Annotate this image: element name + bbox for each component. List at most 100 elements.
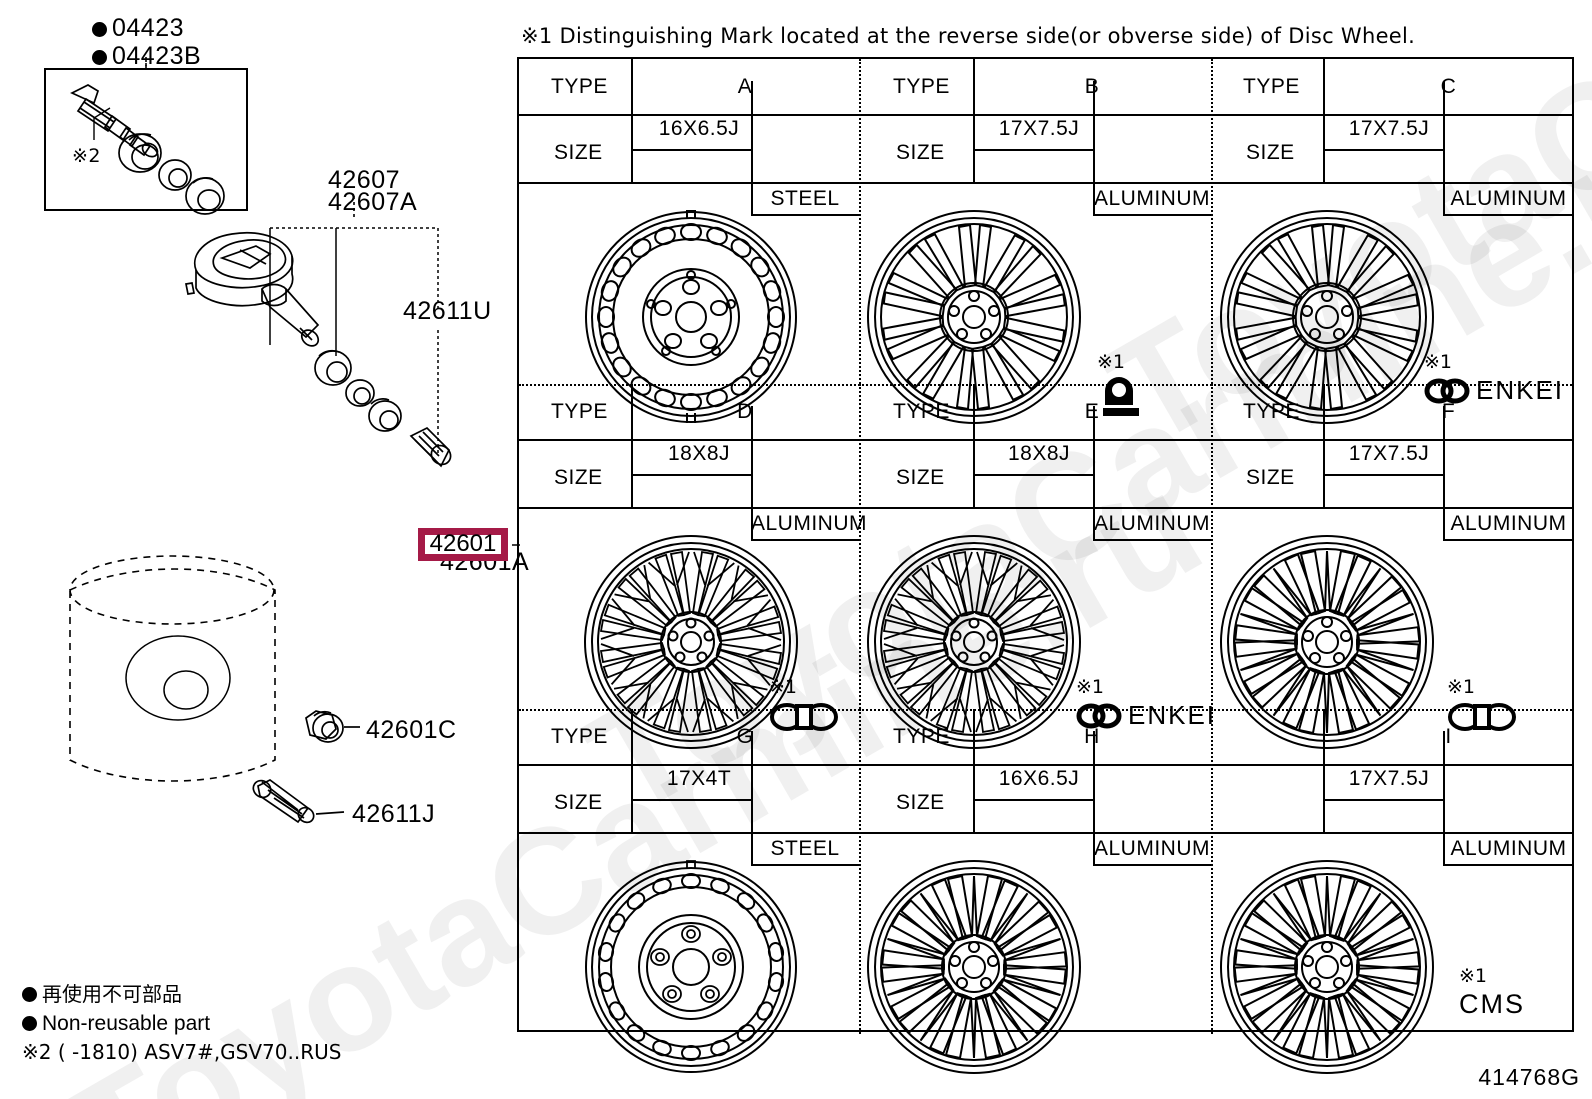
grid-line: [859, 709, 861, 1034]
grid-line: [631, 149, 751, 151]
size-value-a: 16X6.5J: [658, 117, 740, 140]
grid-line: [519, 507, 1572, 509]
grid-line: [631, 59, 633, 182]
grid-line: [751, 832, 753, 864]
distinguishing-mark-f: ※1: [1447, 676, 1519, 737]
material-value-f: ALUMINUM: [1450, 512, 1567, 535]
grid-line: [1093, 731, 1095, 832]
ring-mark-icon: [770, 703, 838, 731]
distinguishing-mark-c: ※1 ENKEI: [1424, 351, 1564, 406]
grid-line: [1323, 709, 1325, 832]
grid-line: [973, 59, 975, 182]
grid-line: [973, 474, 1093, 476]
highlighted-part-number-text: 42601: [429, 530, 497, 557]
grid-line: [1211, 384, 1213, 709]
grid-line: [631, 474, 751, 476]
part-label-42611J: 42611J: [352, 800, 436, 828]
grid-line: [519, 832, 1572, 834]
wheel-illustrations: [519, 210, 1576, 1034]
grid-line: [1323, 384, 1325, 507]
grid-line: [973, 384, 975, 507]
wheel-c: [1221, 211, 1433, 423]
material-value-g: STEEL: [770, 837, 840, 860]
legend-line-note2: ※2 ( -1810) ASV7#,GSV70..RUS: [22, 1040, 342, 1064]
grid-line: [751, 731, 753, 832]
mark-star-label-d: ※1: [769, 676, 798, 698]
grid-line: [1443, 406, 1445, 507]
size-value-c: 17X7.5J: [1348, 117, 1430, 140]
nonreusable-bullet-icon: [92, 50, 107, 65]
grid-line: [1093, 864, 1211, 866]
wheel-type-table: TYPE SIZE A 16X6.5J STEEL TYPE SIZE B 17…: [517, 57, 1574, 1032]
grid-line: [1093, 406, 1095, 507]
size-value-d: 18X8J: [667, 442, 731, 465]
grid-line: [1443, 507, 1445, 539]
wheel-b: [868, 211, 1080, 423]
size-value-b: 17X7.5J: [998, 117, 1080, 140]
grid-line: [1443, 214, 1574, 216]
size-header-label-a: SIZE: [554, 141, 603, 164]
enkei-logo-icon: [1424, 378, 1470, 403]
grid-line: [519, 114, 1572, 116]
part-label-04423: 04423: [92, 14, 184, 43]
part-label-42607: 42607: [328, 166, 401, 194]
size-header-label-f: SIZE: [1246, 466, 1295, 489]
type-value-c: C: [1440, 75, 1457, 98]
grid-line: [519, 764, 1572, 766]
distinguishing-mark-b: ※1: [1097, 351, 1153, 424]
part-label-42607A: 42607A: [328, 188, 418, 216]
part-label-42611U: 42611U: [403, 297, 492, 325]
tab-mark-icon: [1103, 377, 1139, 416]
nonreusable-bullet-icon: [92, 22, 107, 37]
grid-line: [751, 214, 859, 216]
grid-line: [973, 709, 975, 832]
material-value-e: ALUMINUM: [1093, 512, 1210, 535]
inset-box-sensor-valve: [44, 68, 248, 211]
grid-line: [1443, 539, 1574, 541]
type-header-label-b: TYPE: [893, 75, 950, 98]
type-header-label-g: TYPE: [551, 725, 608, 748]
wheel-h: [868, 861, 1080, 1073]
size-header-label-h: SIZE: [896, 791, 945, 814]
grid-line: [1443, 81, 1445, 182]
wheel-f: [1221, 536, 1433, 748]
material-value-a: STEEL: [770, 187, 840, 210]
mark-star-label-b: ※1: [1097, 351, 1126, 373]
material-value-c: ALUMINUM: [1450, 187, 1567, 210]
material-value-i: ALUMINUM: [1450, 837, 1567, 860]
grid-line: [859, 384, 861, 709]
grid-line: [751, 507, 753, 539]
nonreusable-bullet-icon: [22, 987, 37, 1002]
legend-line-en: Non-reusable part: [22, 1009, 341, 1038]
size-header-label-d: SIZE: [554, 466, 603, 489]
legend-block: 再使用不可部品 Non-reusable part ※2 ( -1810) AS…: [22, 980, 341, 1067]
material-value-h: ALUMINUM: [1093, 837, 1210, 860]
wheel-i: [1221, 861, 1433, 1073]
grid-line: [751, 182, 753, 214]
mark-star-label-i: ※1: [1459, 965, 1488, 987]
ring-mark-icon: [1448, 703, 1516, 731]
nonreusable-bullet-icon: [22, 1016, 37, 1031]
inset-mark-label: ※2: [72, 145, 102, 167]
highlighted-part-number-42601[interactable]: 42601: [418, 528, 508, 561]
mark-star-label-c: ※1: [1424, 351, 1453, 373]
grid-line: [1323, 59, 1325, 182]
size-header-label-g: SIZE: [554, 791, 603, 814]
wheel-a: [585, 210, 797, 424]
mark-star-label-f: ※1: [1447, 676, 1476, 698]
grid-line: [1443, 182, 1445, 214]
size-value-g: 17X4T: [666, 767, 732, 790]
grid-line: [1093, 832, 1095, 864]
grid-line: [519, 439, 1572, 441]
wheel-e: [868, 536, 1080, 748]
type-header-label-e: TYPE: [893, 400, 950, 423]
size-value-f: 17X7.5J: [1348, 442, 1430, 465]
grid-line: [631, 709, 633, 832]
grid-line: [1093, 214, 1211, 216]
size-value-i: 17X7.5J: [1348, 767, 1430, 790]
size-value-h: 16X6.5J: [998, 767, 1080, 790]
type-value-a: A: [737, 75, 753, 98]
grid-line: [1093, 182, 1095, 214]
enkei-logo-text: ENKEI: [1476, 375, 1565, 405]
grid-line: [1211, 59, 1213, 384]
